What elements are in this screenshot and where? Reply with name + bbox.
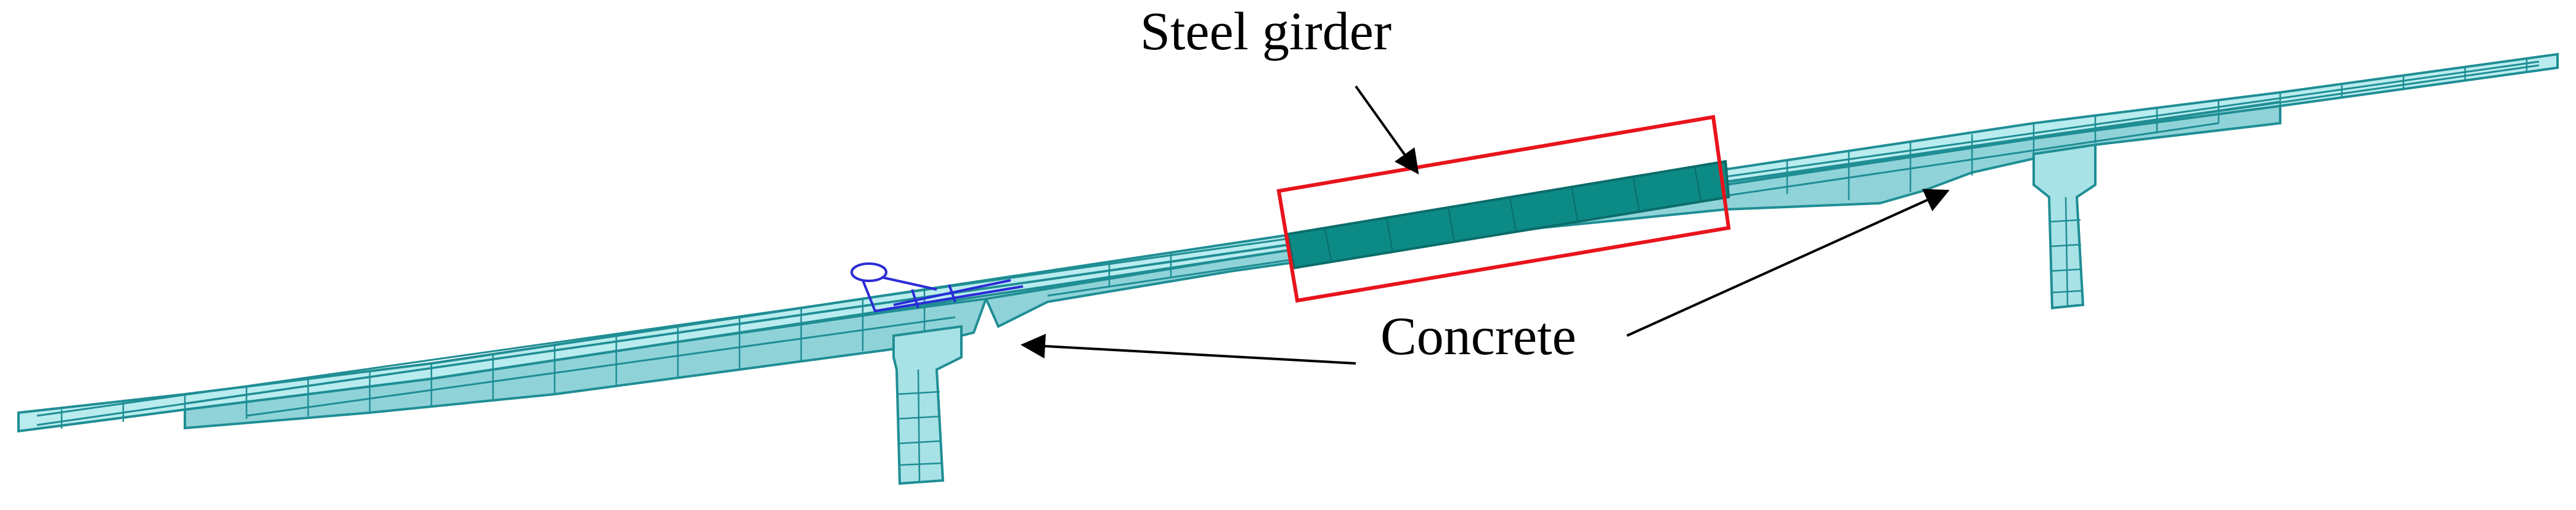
concrete-haunch-right — [984, 104, 2281, 328]
concrete-arrow-right — [1626, 188, 1950, 337]
right-pier — [2032, 143, 2097, 310]
concrete-label: Concrete — [1380, 307, 1576, 366]
bridge-girder-model — [17, 52, 2559, 485]
support-restraint-icon — [850, 262, 1024, 313]
steel-girder-highlight-box — [1276, 115, 1731, 303]
steel-girder-section — [1286, 160, 1730, 270]
left-pier — [892, 325, 963, 485]
steel-girder-label: Steel girder — [1140, 2, 1392, 62]
concrete-haunch-left — [184, 297, 988, 430]
steel-girder-arrow — [1355, 85, 1419, 175]
concrete-arrow-left — [1021, 334, 1356, 365]
steel-girder-stiffeners — [1324, 166, 1702, 262]
